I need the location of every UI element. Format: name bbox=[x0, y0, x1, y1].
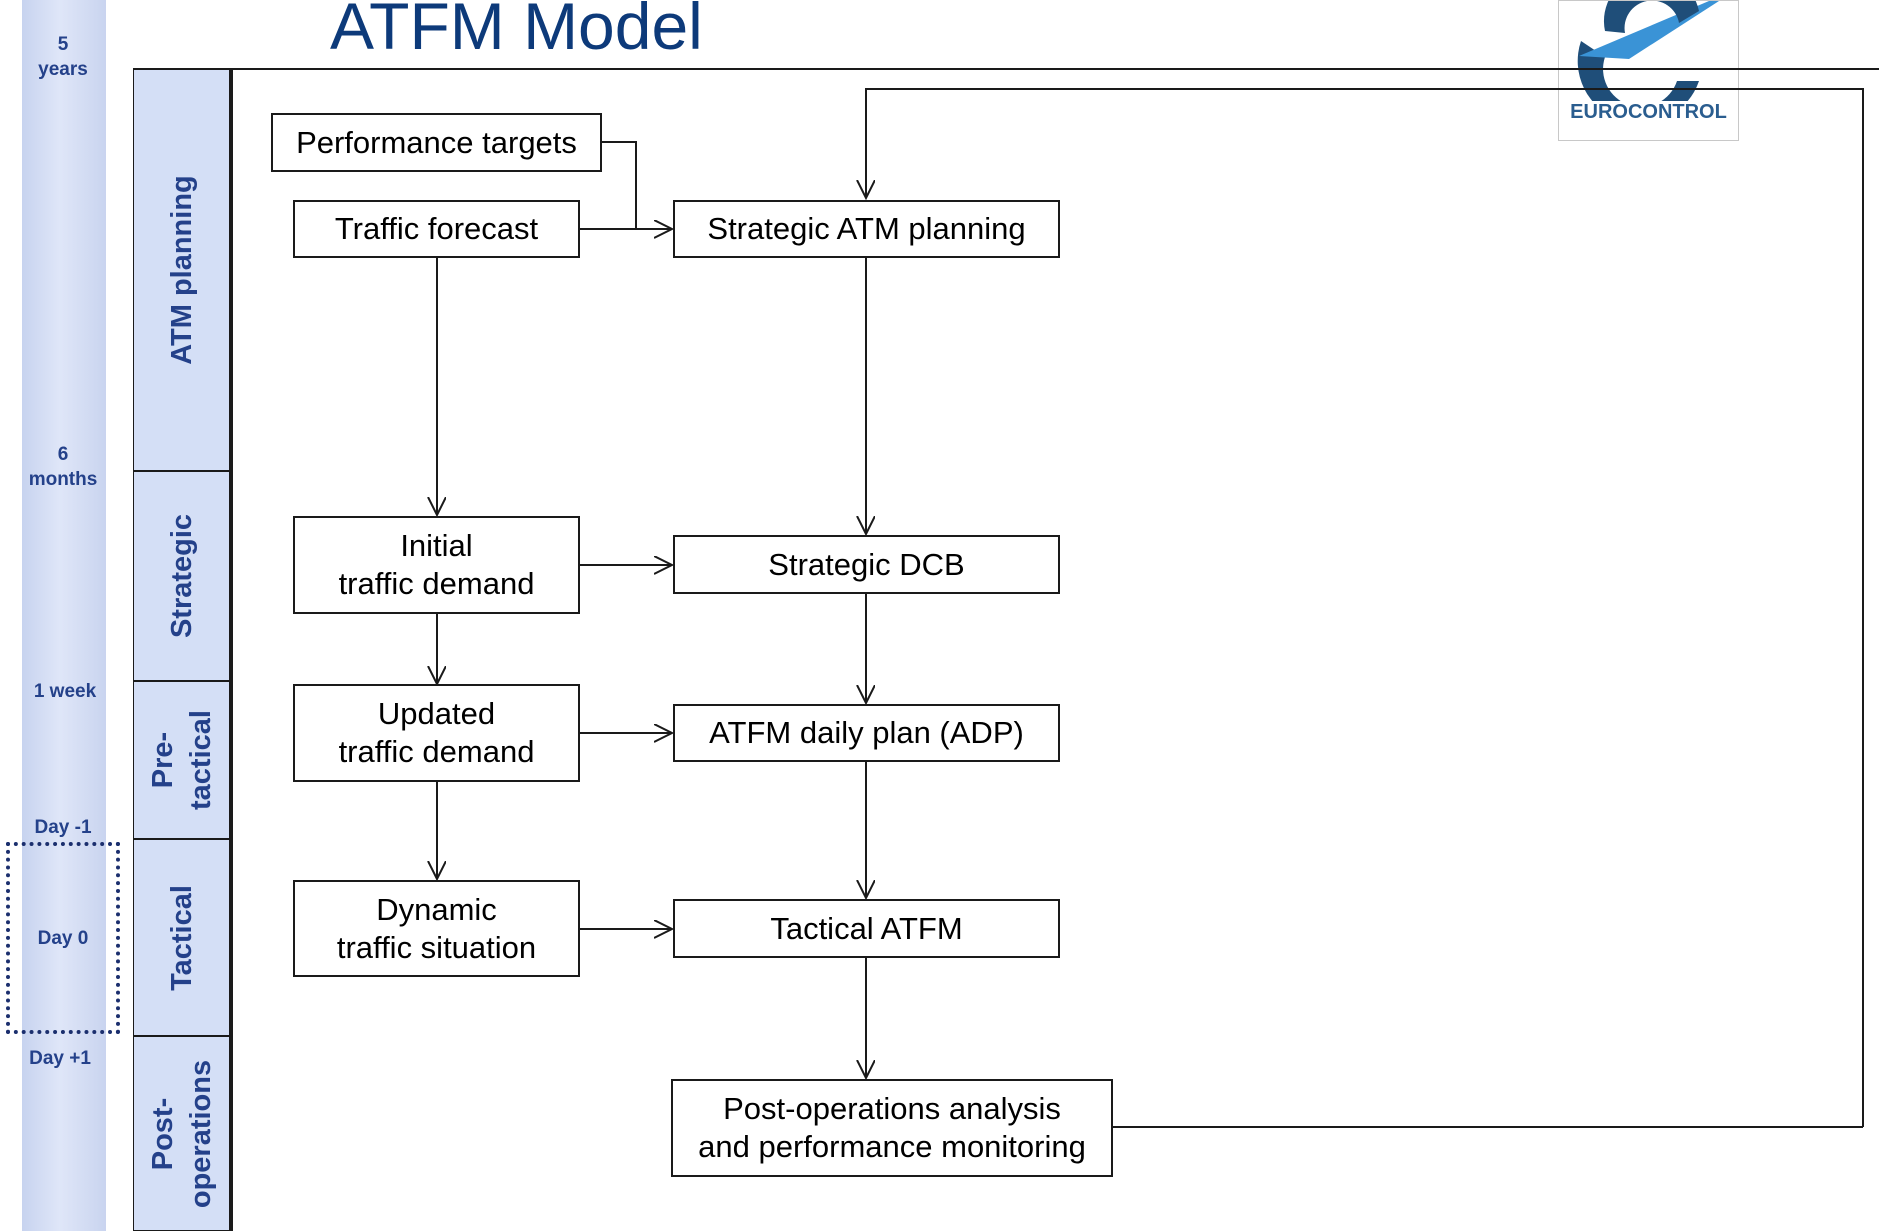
box-performance-targets: Performance targets bbox=[271, 113, 602, 172]
frame-top-border bbox=[133, 68, 1879, 70]
box-initial-traffic-demand: Initial traffic demand bbox=[293, 516, 580, 614]
current-day-highlight bbox=[6, 842, 120, 1034]
box-updated-traffic-demand: Updated traffic demand bbox=[293, 684, 580, 782]
eurocontrol-logo: EUROCONTROL bbox=[1558, 0, 1739, 141]
box-traffic-forecast: Traffic forecast bbox=[293, 200, 580, 258]
box-post-operations-analysis: Post-operations analysis and performance… bbox=[671, 1079, 1113, 1177]
frame-left-border bbox=[230, 68, 233, 1231]
box-atfm-daily-plan: ATFM daily plan (ADP) bbox=[673, 704, 1060, 762]
box-label: Updated traffic demand bbox=[338, 696, 535, 769]
box-label: Strategic DCB bbox=[768, 546, 965, 582]
phase-strategic: Strategic bbox=[133, 471, 230, 681]
box-label: Tactical ATFM bbox=[770, 910, 963, 946]
box-strategic-dcb: Strategic DCB bbox=[673, 535, 1060, 594]
page-title: ATFM Model bbox=[330, 0, 703, 63]
box-label: Post-operations analysis and performance… bbox=[698, 1091, 1086, 1164]
box-label: Initial traffic demand bbox=[338, 528, 535, 601]
phase-pre-tactical: Pre- tactical bbox=[133, 681, 230, 839]
timeline-mark-6-months: 6 months bbox=[28, 444, 98, 490]
box-strategic-atm-planning: Strategic ATM planning bbox=[673, 200, 1060, 258]
phase-tactical: Tactical bbox=[133, 839, 230, 1036]
box-label: Performance targets bbox=[296, 124, 577, 160]
box-label: ATFM daily plan (ADP) bbox=[709, 715, 1024, 750]
box-label: Strategic ATM planning bbox=[707, 211, 1026, 246]
timeline-mark-day-plus-1: Day +1 bbox=[29, 1048, 91, 1069]
box-label: Traffic forecast bbox=[334, 211, 539, 246]
logo-text: EUROCONTROL bbox=[1570, 101, 1727, 123]
timeline-mark-5-years: 5 years bbox=[38, 34, 88, 80]
timeline-bar bbox=[22, 0, 106, 1231]
phase-atm-planning: ATM planning bbox=[133, 69, 230, 471]
timeline-mark-day-0: Day 0 bbox=[37, 928, 89, 949]
timeline-mark-day-minus-1: Day -1 bbox=[34, 817, 92, 838]
box-dynamic-traffic-situation: Dynamic traffic situation bbox=[293, 880, 580, 977]
phase-post-operations: Post- operations bbox=[133, 1036, 230, 1231]
box-tactical-atfm: Tactical ATFM bbox=[673, 899, 1060, 958]
timeline-mark-1-week: 1 week bbox=[33, 681, 97, 702]
box-label: Dynamic traffic situation bbox=[336, 891, 537, 965]
